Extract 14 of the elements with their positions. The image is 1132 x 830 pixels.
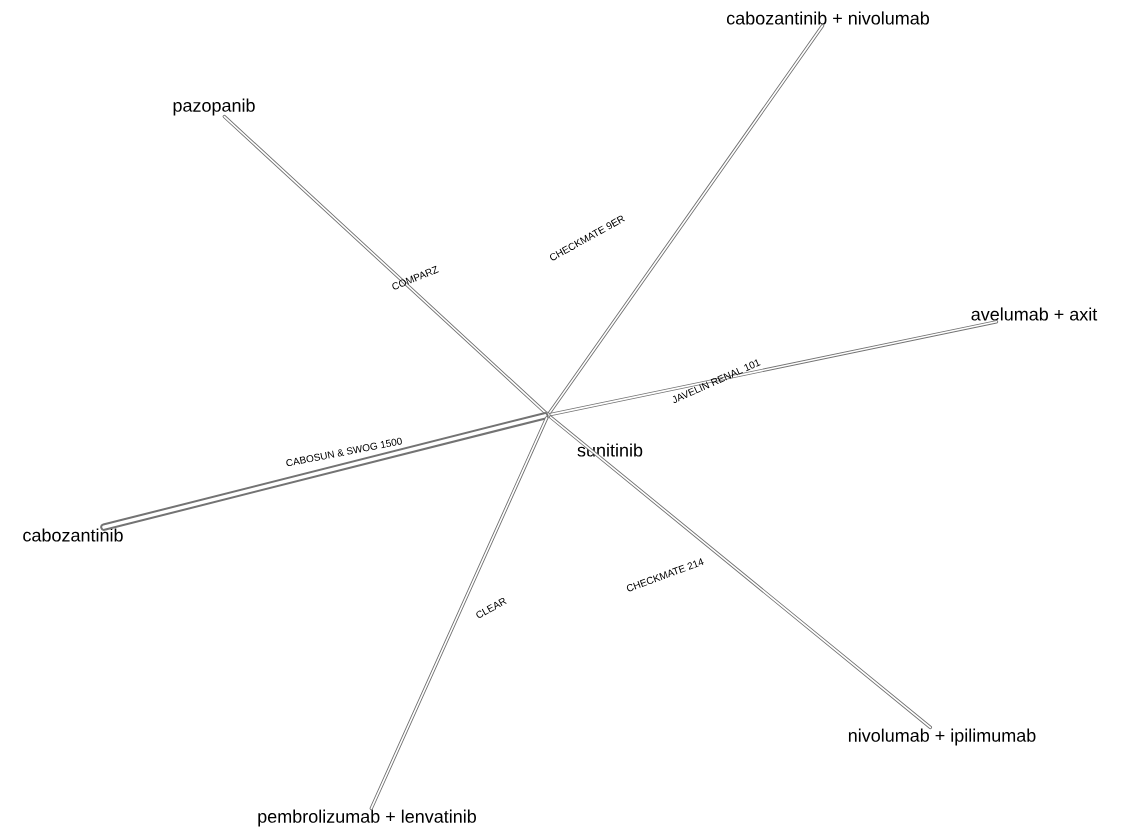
network-line	[549, 320, 999, 417]
network-line	[222, 114, 548, 415]
network-line	[369, 416, 549, 811]
drug-label: cabozantinib	[23, 528, 123, 542]
trial-label: CABOSUN & SWOG 1500	[286, 437, 402, 467]
drug-label: sunitinib	[577, 443, 643, 457]
drug-label: pazopanib	[173, 98, 255, 116]
network-line	[548, 415, 932, 730]
drug-label: pembrolizumab + lenvatinib	[258, 809, 476, 827]
network-line	[100, 412, 549, 531]
drug-label: cabozantinib + nivolumab	[726, 11, 929, 25]
drug-label: avelumab + axit	[971, 307, 1098, 321]
network-line	[548, 24, 825, 415]
drug-label: nivolumab + ipilimumab	[848, 728, 1036, 746]
